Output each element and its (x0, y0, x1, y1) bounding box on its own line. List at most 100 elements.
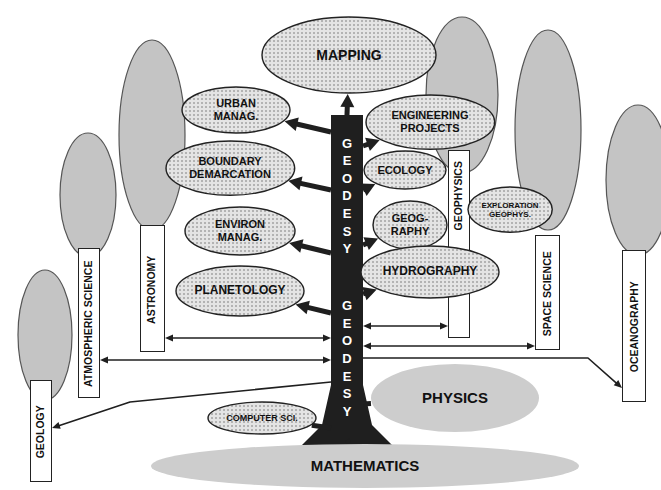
ellipse-node: PLANETOLOGY (175, 265, 305, 317)
branch-arrow (285, 117, 331, 132)
arrow-head (323, 357, 331, 364)
node-label: MAPPING (316, 47, 381, 63)
arrow-head (362, 287, 377, 300)
node-label: BOUNDARY DEMARCATION (185, 155, 275, 180)
link-arrow (363, 343, 535, 350)
geodesy-trunk: GEODESY GEODESY (331, 115, 363, 440)
node-label: COMPUTER SCI. (226, 413, 298, 423)
ellipse-outline (185, 207, 295, 255)
connector-line (106, 359, 326, 361)
arrow-head (363, 237, 378, 250)
node-label: PLANETOLOGY (194, 284, 285, 298)
connector-line (312, 425, 331, 428)
node-label: HYDROGRAPHY (383, 265, 478, 279)
tree-crown (606, 105, 661, 255)
arrow-head (100, 357, 108, 364)
trunk-label: GEOPHYSICS (453, 161, 465, 230)
link-arrow (363, 323, 448, 330)
connector-line (363, 401, 371, 407)
ellipse-node: PHYSICS (370, 363, 540, 433)
connector-line (369, 325, 443, 327)
arrow-head (365, 138, 380, 151)
branch-arrow (363, 138, 380, 151)
connector-line (305, 307, 332, 313)
tree-trunk: ATMOSPHERIC SCIENCE (78, 248, 100, 398)
tree-trunk: GEOPHYSICS (448, 150, 470, 338)
ellipse-outline (371, 364, 539, 432)
ellipse-outline (468, 187, 552, 232)
node-label: PHYSICS (422, 389, 488, 406)
ellipse-node: ENGINEERING PROJECTS (365, 94, 496, 150)
node-label: MATHEMATICS (311, 457, 420, 474)
branch-arrow (362, 287, 377, 300)
ellipse-outline (361, 246, 499, 298)
node-label: GEOG- RAPHY (388, 212, 432, 237)
arrow-head (285, 117, 299, 131)
ellipse-outline (166, 141, 295, 195)
ellipse-outline (182, 87, 290, 133)
tree-crown (119, 40, 185, 230)
trunk-letters: GEODESY (341, 135, 354, 258)
branch-arrow (363, 237, 378, 250)
link-arrow (165, 335, 331, 342)
ellipse-outline (262, 17, 436, 93)
connector-line (171, 337, 326, 339)
arrow-head (323, 335, 331, 342)
ellipse-node: HYDROGRAPHY (360, 245, 500, 299)
arrow-head (361, 183, 376, 196)
connector-line (347, 440, 349, 443)
branch-arrow (312, 425, 331, 428)
ellipse-outline (176, 266, 304, 316)
arrow-head (440, 323, 448, 330)
connector-line (293, 123, 331, 132)
node-label: EXPLORATION GEOPHYS. (480, 201, 540, 219)
node-label: URBAN MANAG. (204, 97, 268, 122)
trunk-label: ATMOSPHERIC SCIENCE (83, 261, 95, 387)
ellipse-node: ENVIRON MANAG. (184, 206, 296, 256)
link-arrow (100, 357, 331, 364)
ellipse-outline (373, 201, 447, 249)
branch-arrow (347, 440, 349, 443)
arrow-head (363, 323, 371, 330)
tree-trunk: ASTRONOMY (140, 225, 165, 352)
tree-trunk: OCEANOGRAPHY (622, 250, 646, 402)
branch-arrow (289, 239, 331, 253)
trunk-label: ASTRONOMY (147, 255, 159, 323)
trunk-label: GEOLOGY (35, 405, 47, 458)
trunk-label: OCEANOGRAPHY (628, 282, 640, 373)
ellipse-node: ECOLOGY (363, 150, 447, 190)
node-label: ENGINEERING PROJECTS (385, 109, 475, 134)
ellipse-node: URBAN MANAG. (181, 86, 291, 134)
node-label: ENVIRON MANAG. (208, 218, 272, 243)
ellipse-outline (366, 95, 495, 149)
arrow-head (527, 343, 535, 350)
arrow-head (52, 422, 61, 429)
trunk-label: SPACE SCIENCE (542, 251, 554, 336)
branch-arrow (296, 301, 331, 315)
connector-line (369, 345, 530, 347)
node-label: ECOLOGY (377, 164, 432, 177)
arrow-head (165, 335, 173, 342)
branch-arrow (288, 177, 331, 191)
trunk-letters: GEODESY (341, 297, 354, 420)
ellipse-outline (151, 444, 579, 488)
branch-arrow (363, 403, 371, 405)
connector-line (297, 183, 331, 190)
ellipse-node: MAPPING (261, 16, 437, 94)
arrow-head (614, 380, 622, 388)
branch-arrow (340, 94, 354, 115)
branch-arrow (361, 183, 376, 196)
tree-trunk: GEOLOGY (30, 380, 52, 482)
tree-trunk: SPACE SCIENCE (535, 235, 560, 350)
ellipse-node: COMPUTER SCI. (207, 401, 317, 435)
ellipse-outline (208, 402, 316, 434)
connector-line (298, 245, 331, 253)
ellipse-node: EXPLORATION GEOPHYS. (467, 186, 553, 233)
arrow-head (288, 177, 302, 191)
arrow-head (289, 239, 303, 253)
tree-crown (60, 133, 116, 257)
ellipse-outline (364, 151, 446, 189)
ellipse-node: MATHEMATICS (150, 443, 580, 489)
ellipse-node: BOUNDARY DEMARCATION (165, 140, 296, 196)
arrow-head (340, 94, 354, 107)
